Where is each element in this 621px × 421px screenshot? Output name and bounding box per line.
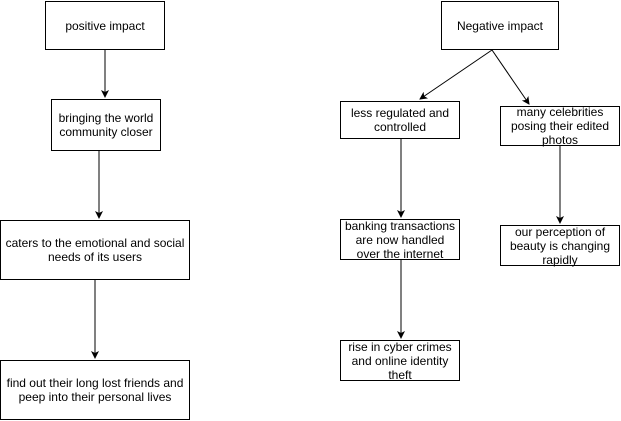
node-celebrities-edited: many celebrities posing their edited pho… bbox=[500, 105, 620, 147]
node-negative-impact: Negative impact bbox=[441, 1, 559, 50]
node-caters-needs-label: caters to the emotional and social needs… bbox=[5, 236, 185, 264]
node-find-lost-friends-label: find out their long lost friends and pee… bbox=[6, 376, 184, 404]
arrow-negative-to-less bbox=[419, 49, 493, 100]
node-negative-impact-label: Negative impact bbox=[456, 18, 544, 33]
node-positive-impact-label: positive impact bbox=[65, 18, 145, 33]
node-perception-beauty: our perception of beauty is changing rap… bbox=[500, 224, 620, 267]
node-caters-needs: caters to the emotional and social needs… bbox=[0, 220, 190, 280]
node-bringing-world-closer-label: bringing the world community closer bbox=[58, 111, 154, 139]
node-celebrities-edited-label: many celebrities posing their edited pho… bbox=[510, 105, 610, 147]
node-cyber-crimes: rise in cyber crimes and online identity… bbox=[340, 339, 460, 382]
node-less-regulated: less regulated and controlled bbox=[340, 101, 460, 139]
node-banking-transactions-label: banking transactions are now handled ove… bbox=[344, 218, 456, 261]
arrow-negative-to-celebrities bbox=[491, 49, 530, 105]
node-cyber-crimes-label: rise in cyber crimes and online identity… bbox=[348, 339, 452, 382]
node-banking-transactions: banking transactions are now handled ove… bbox=[340, 218, 460, 261]
node-positive-impact: positive impact bbox=[45, 1, 165, 50]
node-perception-beauty-label: our perception of beauty is changing rap… bbox=[509, 224, 611, 267]
node-find-lost-friends: find out their long lost friends and pee… bbox=[0, 360, 190, 420]
node-bringing-world-closer: bringing the world community closer bbox=[51, 99, 161, 151]
node-less-regulated-label: less regulated and controlled bbox=[350, 106, 450, 134]
